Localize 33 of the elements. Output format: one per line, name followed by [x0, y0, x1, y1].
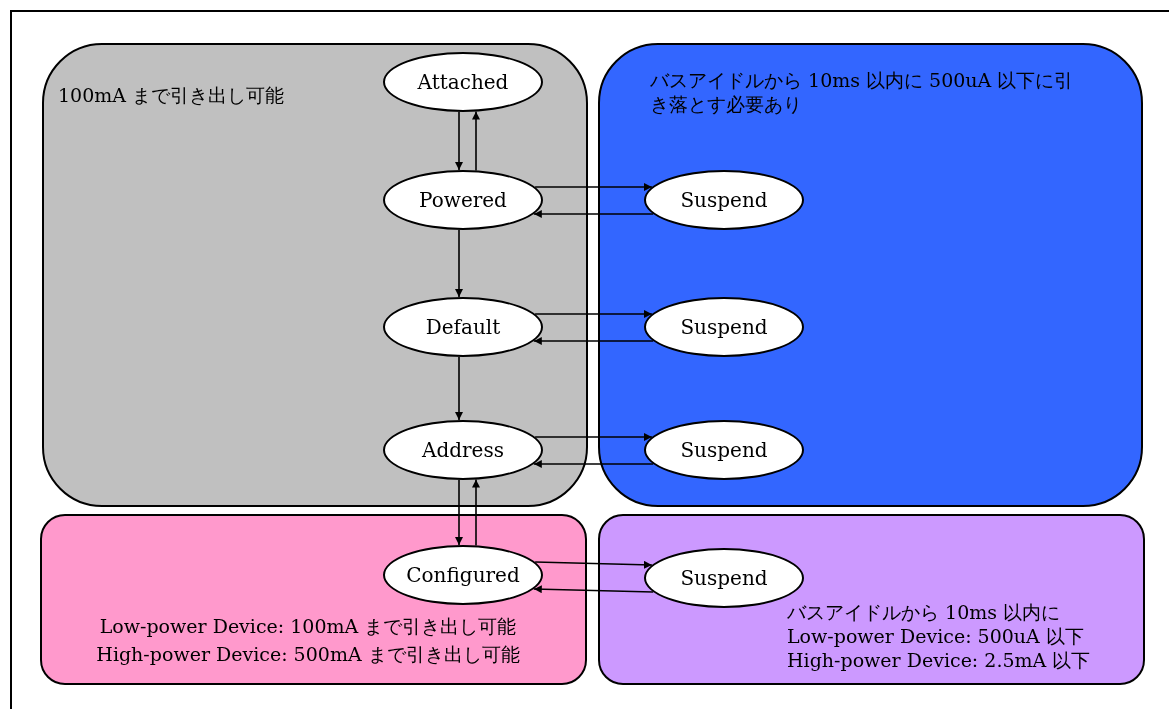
state-region	[42, 43, 588, 507]
state-ellipse: Suspend	[644, 297, 804, 357]
state-region	[40, 514, 587, 685]
arrow	[455, 356, 463, 421]
region-note: バスアイドルから 10ms 以内に 500uA 以下に引き落とす必要あり	[650, 68, 1075, 116]
state-ellipse: Configured	[383, 545, 543, 605]
state-region	[598, 43, 1143, 507]
state-ellipse: Suspend	[644, 420, 804, 480]
region-note: Low-power Device: 100mA まで引き出し可能	[98, 614, 518, 639]
arrow	[455, 479, 463, 546]
arrow	[455, 111, 463, 171]
region-note: High-power Device: 500mA まで引き出し可能	[95, 642, 521, 667]
arrow	[472, 478, 480, 547]
state-ellipse: Default	[383, 297, 543, 357]
state-ellipse: Attached	[383, 52, 543, 112]
arrow	[534, 433, 653, 441]
arrow	[533, 585, 654, 594]
arrow	[533, 337, 654, 345]
state-ellipse: Suspend	[644, 548, 804, 608]
region-note: High-power Device: 2.5mA 以下	[787, 648, 1092, 672]
state-ellipse: Suspend	[644, 170, 804, 230]
state-ellipse: Powered	[383, 170, 543, 230]
arrow	[455, 229, 463, 298]
arrow	[534, 183, 653, 191]
arrow	[534, 310, 653, 318]
arrow	[533, 460, 654, 468]
state-ellipse: Address	[383, 420, 543, 480]
region-note: Low-power Device: 500uA 以下	[787, 624, 1085, 648]
arrow	[472, 110, 480, 172]
arrow	[534, 560, 653, 569]
arrow	[533, 210, 654, 218]
state-region	[598, 514, 1145, 685]
region-note: 100mA まで引き出し可能	[58, 83, 286, 107]
